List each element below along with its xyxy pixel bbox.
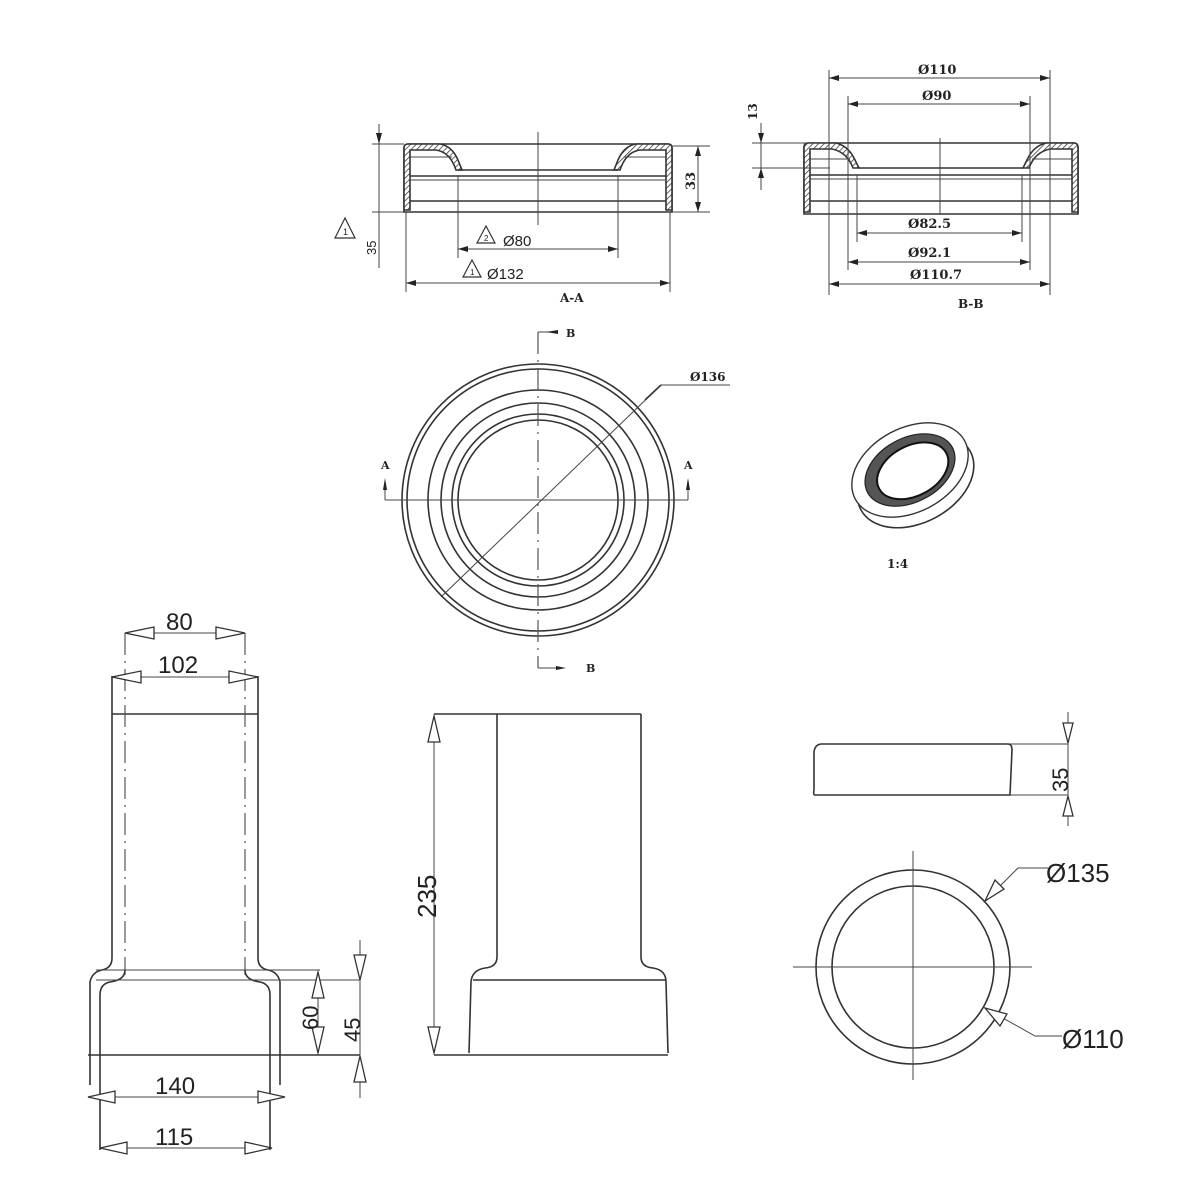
section-a-right-label: A	[683, 459, 693, 472]
pipe-outer-left	[89, 676, 113, 1085]
iso-scale-label: 1:4	[887, 557, 908, 571]
arrow-icon	[244, 1141, 273, 1155]
base-inner-right	[244, 969, 271, 1150]
section-a-left-label: A	[380, 459, 390, 472]
arrow-icon	[353, 1055, 367, 1083]
base-inner-left	[99, 969, 126, 1150]
dim-pipe-total-height: 235	[412, 875, 442, 918]
dim-bb-top-outer: Ø110	[918, 63, 956, 78]
arrow-icon	[1040, 75, 1050, 81]
dim-pipe-base-outer: 140	[155, 1073, 195, 1100]
arrow-icon	[383, 478, 387, 490]
section-bb-view: Ø110 Ø90 13 Ø82.5 Ø92.1 Ø110.7 B-B	[746, 63, 1079, 311]
dim-ring-inner-diameter: Ø110	[1062, 1024, 1124, 1054]
ring-plan-view: Ø135 Ø110	[793, 851, 1124, 1080]
dim-bb-bore-2: Ø92.1	[908, 246, 951, 261]
dim-bb-top-inner: Ø90	[922, 89, 951, 104]
arrow-icon	[848, 101, 858, 107]
arrow-icon	[983, 1006, 1008, 1028]
dim-pipe-collar-height: 45	[340, 1018, 365, 1042]
arrow-icon	[257, 1090, 286, 1104]
dim-aa-height-body: 33	[684, 172, 699, 190]
iso-view: 1:4	[851, 422, 975, 571]
arrow-icon	[311, 971, 325, 999]
diameter-line	[440, 384, 662, 598]
arrow-icon	[1062, 795, 1074, 817]
revision-number: 1	[470, 268, 475, 277]
arrow-icon	[848, 259, 858, 265]
revision-number: 1	[343, 227, 348, 237]
dim-bb-bore-3: Ø110.7	[910, 268, 962, 283]
arrow-icon	[353, 954, 367, 981]
pipe-side-base-left	[468, 956, 498, 1054]
arrow-icon	[427, 715, 441, 743]
pipe-side-view: 235	[412, 713, 669, 1056]
arrow-icon	[686, 478, 690, 490]
dim-pipe-outer-width: 102	[158, 652, 198, 679]
arrow-icon	[758, 133, 764, 143]
section-aa-label: A-A	[559, 291, 584, 305]
arrow-icon	[1040, 281, 1050, 287]
dim-pipe-base-inner: 115	[155, 1124, 193, 1151]
arrow-icon	[427, 1026, 441, 1054]
dim-aa-inner-diameter: Ø80	[503, 233, 531, 250]
revision-triangle-icon: 1	[462, 258, 482, 278]
dim-aa-height-total: 35	[364, 241, 379, 255]
revision-number: 2	[484, 234, 489, 243]
pipe-side-base-right	[640, 956, 669, 1054]
dim-plan-diameter: Ø136	[690, 370, 726, 384]
plan-view: A A B B Ø136	[380, 327, 730, 675]
dim-bb-bore-1: Ø82.5	[908, 217, 951, 232]
arrow-icon	[458, 246, 468, 252]
arrow-icon	[406, 280, 416, 286]
arrow-icon	[829, 281, 839, 287]
ring-side-view: 35	[812, 712, 1074, 826]
dim-pipe-base-height: 60	[298, 1006, 323, 1030]
arrow-icon	[124, 626, 155, 640]
arrow-icon	[758, 168, 764, 178]
arrow-icon	[311, 1026, 325, 1054]
arrow-icon	[228, 670, 259, 684]
revision-triangle-icon: 2	[476, 224, 496, 244]
ring-side-outline	[812, 743, 1013, 796]
section-aa-left-wall	[403, 143, 464, 211]
arrow-icon	[695, 146, 701, 156]
arrow-icon	[695, 202, 701, 212]
arrow-icon	[1020, 101, 1030, 107]
arrow-icon	[608, 246, 618, 252]
arrow-icon	[660, 280, 670, 286]
arrow-icon	[556, 666, 566, 670]
leader-line	[644, 384, 662, 401]
arrow-icon	[983, 878, 1006, 903]
section-b-bottom-label: B	[586, 662, 595, 675]
arrow-icon	[1012, 230, 1022, 236]
dim-bb-lip-depth: 13	[746, 103, 760, 120]
dim-ring-height: 35	[1048, 768, 1073, 792]
section-bb-left-wall	[803, 142, 861, 213]
arrow-icon	[376, 133, 382, 144]
section-aa-right-wall	[612, 143, 673, 211]
iso-bore	[876, 441, 950, 501]
revision-triangle-icon: 1	[334, 216, 356, 239]
dim-pipe-inner-width: 80	[166, 609, 193, 636]
section-b-top-label: B	[566, 327, 575, 340]
arrow-icon	[829, 75, 839, 81]
arrow-icon	[857, 230, 867, 236]
pipe-front-view: 80 102 60 45 140 115	[87, 609, 367, 1155]
arrow-icon	[546, 330, 558, 334]
dim-ring-outer-diameter: Ø135	[1046, 858, 1110, 888]
arrow-icon	[1020, 259, 1030, 265]
section-aa-view: 35 1 33 2 Ø80 1 Ø132 A-A	[334, 124, 710, 305]
arrow-icon	[87, 1090, 116, 1104]
arrow-icon	[99, 1141, 128, 1155]
arrow-icon	[215, 626, 246, 640]
section-bb-label: B-B	[958, 297, 984, 311]
pipe-outer-right	[257, 676, 281, 1085]
dim-aa-outer-diameter: Ø132	[487, 266, 524, 283]
arrow-icon	[111, 670, 142, 684]
arrow-icon	[1062, 722, 1074, 744]
